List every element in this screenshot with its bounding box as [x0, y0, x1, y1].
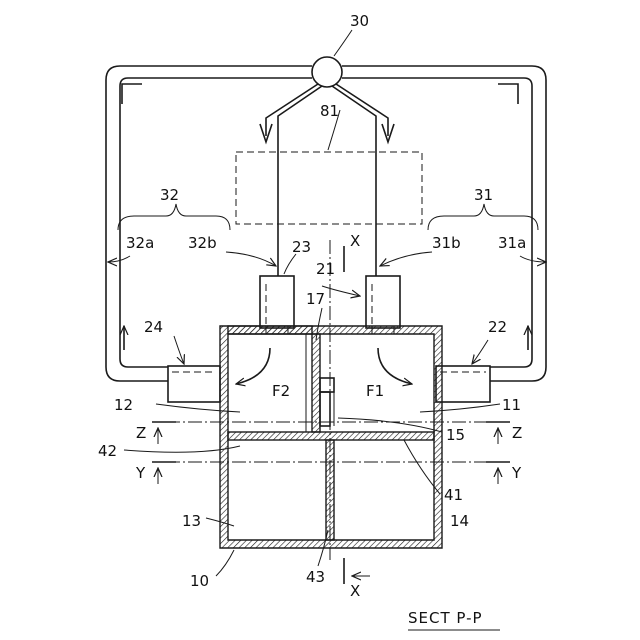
- label-f1: F1: [366, 382, 384, 400]
- leader-22: [472, 340, 488, 364]
- label-32: 32: [160, 186, 179, 204]
- pipe-21: [366, 276, 400, 328]
- label-31: 31: [474, 186, 493, 204]
- leader-31b: [380, 252, 432, 266]
- leader-24: [174, 336, 184, 364]
- label-23: 23: [292, 238, 311, 256]
- label-11: 11: [502, 396, 521, 414]
- label-x-top: X: [350, 232, 360, 250]
- label-22: 22: [488, 318, 507, 336]
- label-24: 24: [144, 318, 163, 336]
- corner-arrow-top-left: [122, 84, 142, 104]
- label-12: 12: [114, 396, 133, 414]
- label-15: 15: [446, 426, 465, 444]
- label-10: 10: [190, 572, 209, 590]
- leader-32b: [226, 252, 276, 266]
- partition-41-42: [228, 432, 434, 440]
- section-title: SECT P-P: [408, 609, 483, 627]
- brace-31: [428, 204, 538, 230]
- leader-11: [420, 404, 500, 412]
- label-f2: F2: [272, 382, 290, 400]
- label-32a: 32a: [126, 234, 154, 252]
- flow-arrow-f1: [378, 348, 412, 384]
- leader-15: [338, 418, 442, 432]
- label-17: 17: [306, 290, 325, 308]
- label-30: 30: [350, 12, 369, 30]
- pipe-23: [260, 276, 294, 328]
- label-x-bottom: X: [350, 582, 360, 600]
- pipe-22: [436, 366, 490, 402]
- label-14: 14: [450, 512, 469, 530]
- label-43: 43: [306, 568, 325, 586]
- pump-branch-right: [336, 84, 388, 136]
- brace-32: [118, 204, 230, 230]
- label-21: 21: [316, 260, 335, 278]
- pipe-24: [168, 366, 220, 402]
- leader-32a: [108, 256, 130, 262]
- dashed-box-81: [236, 152, 422, 224]
- label-32b: 32b: [188, 234, 217, 252]
- corner-arrow-top-right: [498, 84, 518, 104]
- label-13: 13: [182, 512, 201, 530]
- label-y-right: Y: [511, 464, 522, 482]
- label-81: 81: [320, 102, 339, 120]
- label-41: 41: [444, 486, 463, 504]
- pump-branch-left: [266, 84, 318, 136]
- label-31a: 31a: [498, 234, 526, 252]
- leader-21: [322, 286, 360, 296]
- valve-15-head: [320, 378, 334, 392]
- step-12: [306, 334, 312, 432]
- label-y-left: Y: [135, 464, 146, 482]
- leader-10: [216, 550, 234, 576]
- partition-17: [312, 334, 320, 432]
- label-31b: 31b: [432, 234, 461, 252]
- leader-31a: [520, 256, 546, 262]
- label-z-right: Z: [512, 424, 522, 442]
- flow-arrow-f2: [236, 348, 270, 384]
- pump-30: [312, 57, 342, 87]
- leader-30: [334, 30, 352, 56]
- label-42: 42: [98, 442, 117, 460]
- label-z-left: Z: [136, 424, 146, 442]
- valve-15: [320, 392, 330, 426]
- wall-top-left: [228, 326, 312, 334]
- leader-23: [284, 254, 296, 274]
